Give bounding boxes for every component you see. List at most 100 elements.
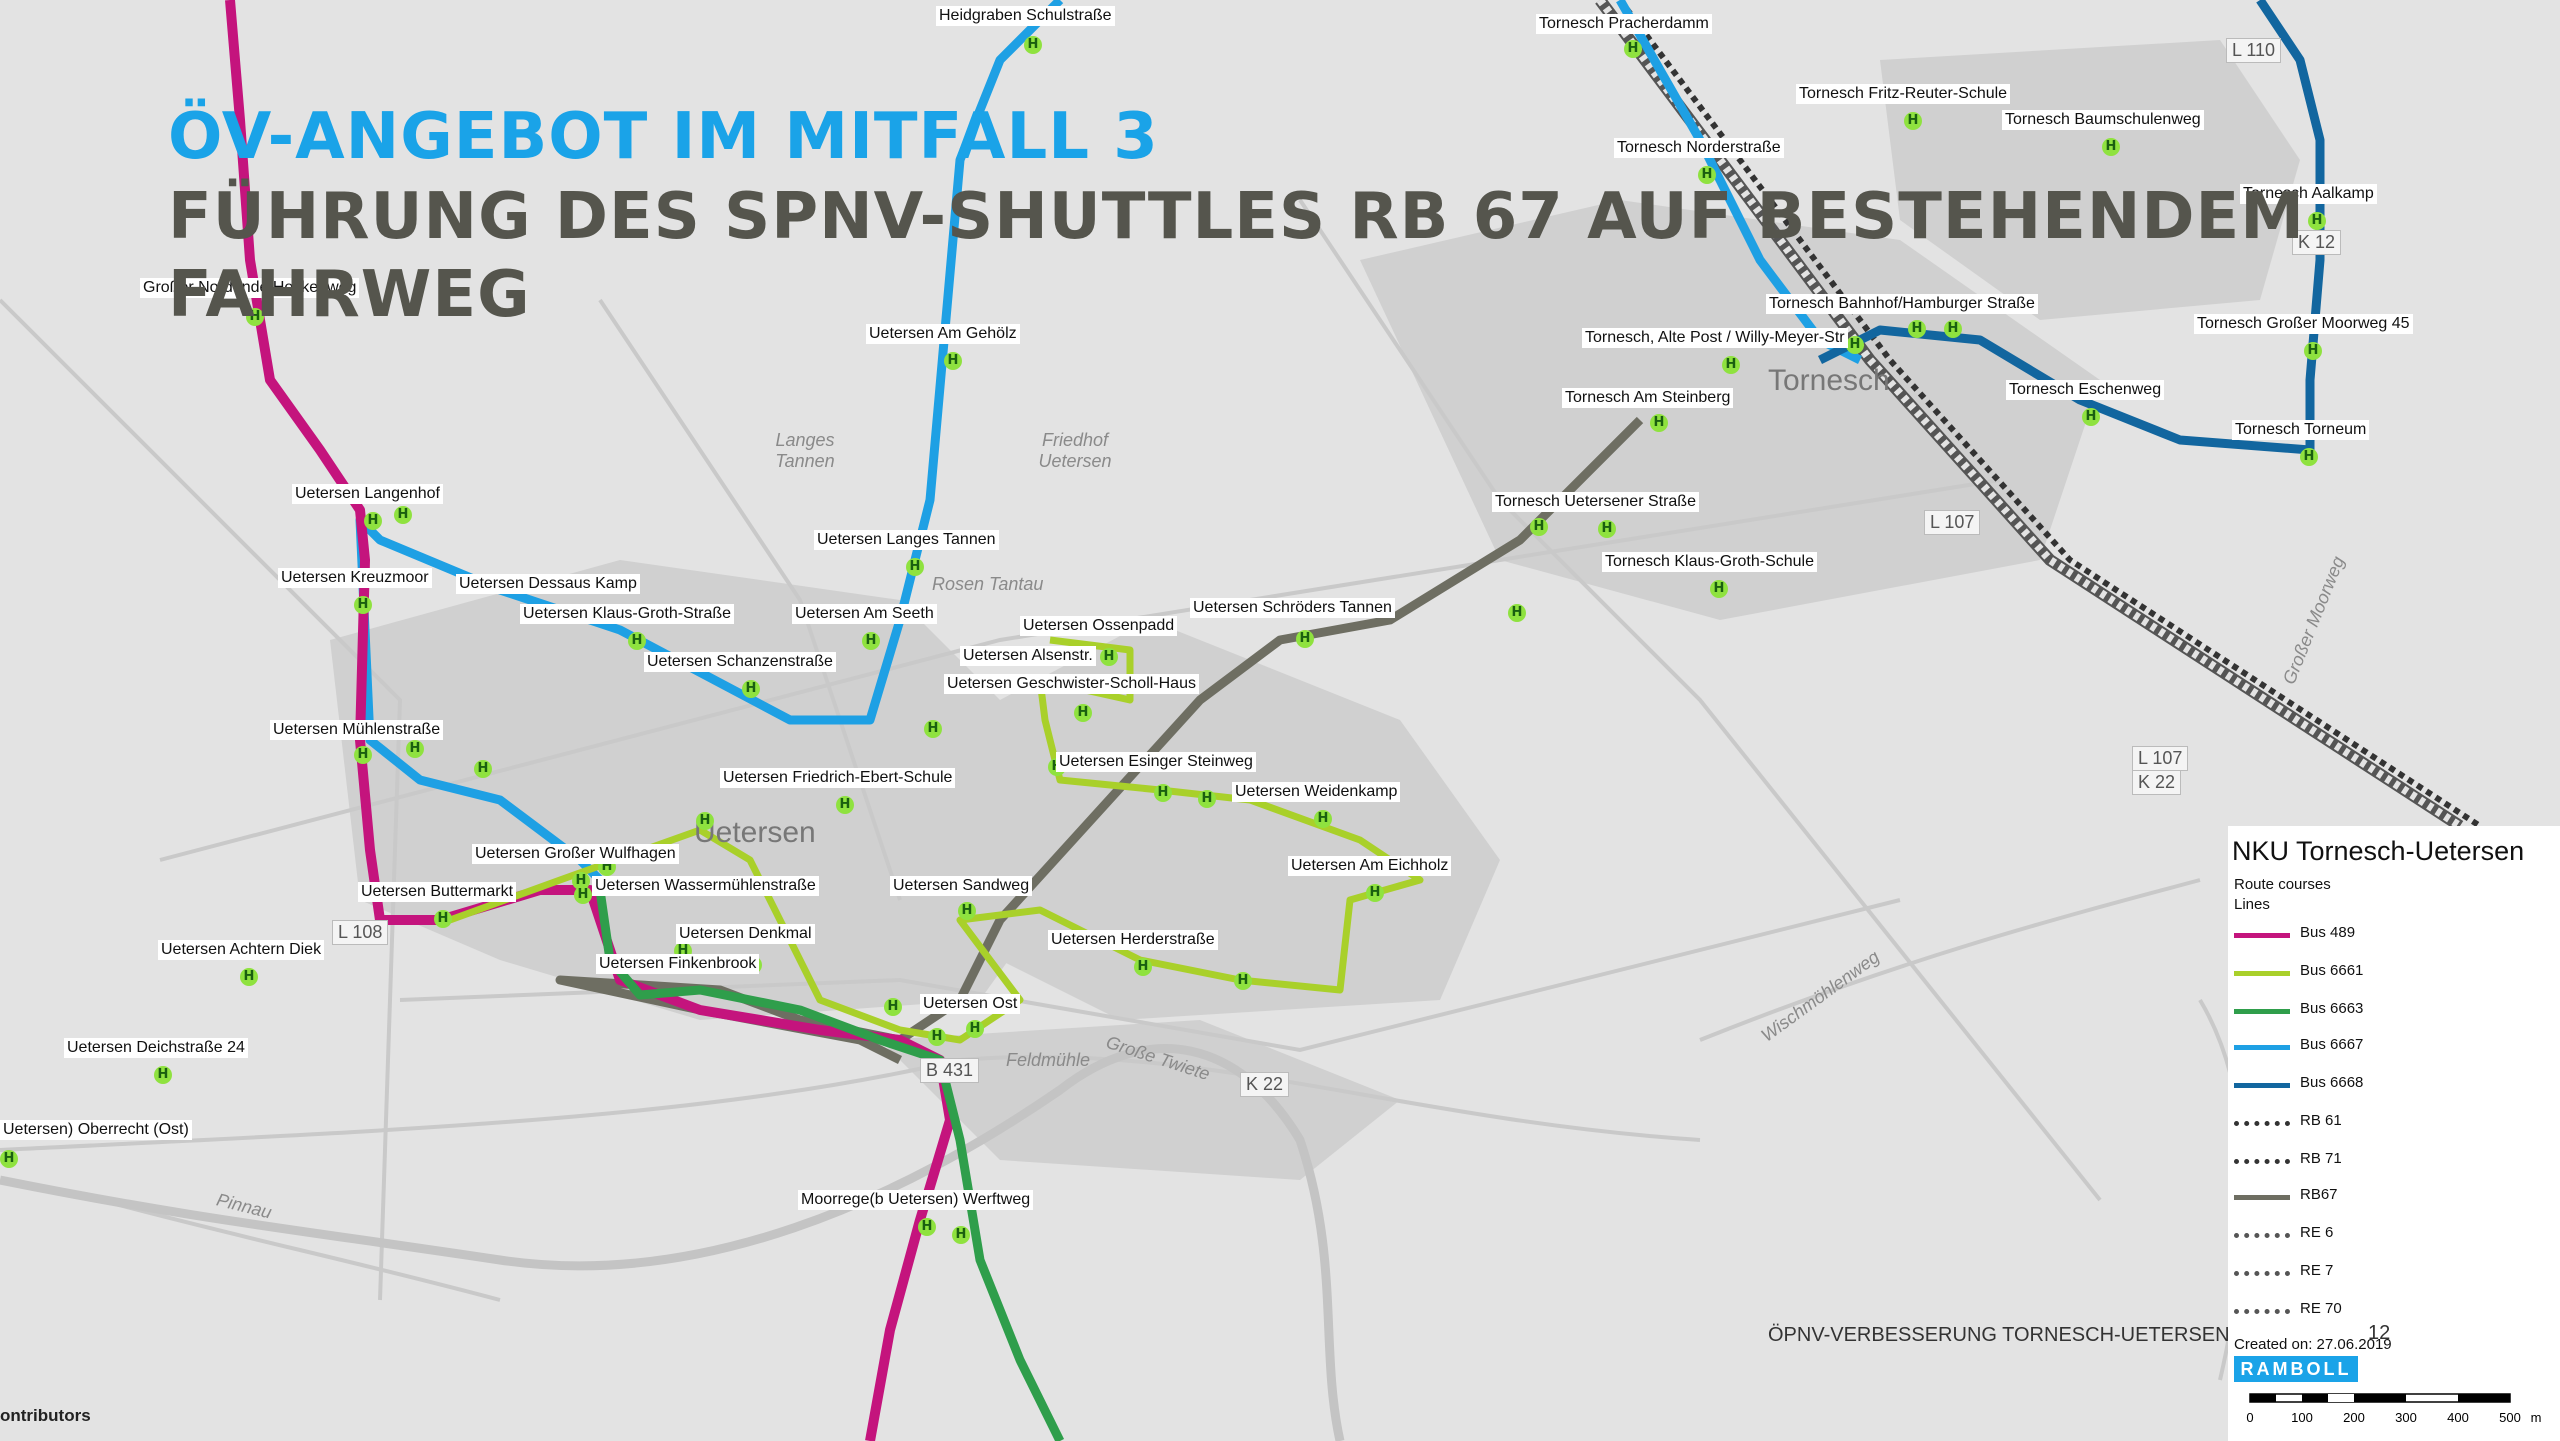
stop-label[interactable]: Uetersen) Oberrecht (Ost) — [0, 1120, 192, 1140]
stop-label[interactable]: Tornesch Eschenweg — [2006, 380, 2165, 400]
stop-marker[interactable]: H — [1624, 40, 1642, 58]
stop-marker[interactable]: H — [1154, 784, 1172, 802]
stop-marker[interactable]: H — [572, 872, 590, 890]
stop-marker[interactable]: H — [1530, 518, 1548, 536]
stop-marker[interactable]: H — [474, 760, 492, 778]
stop-marker[interactable]: H — [906, 558, 924, 576]
stop-marker[interactable]: H — [2082, 408, 2100, 426]
stop-marker[interactable]: H — [434, 910, 452, 928]
stop-label[interactable]: Uetersen Klaus-Groth-Straße — [520, 604, 735, 624]
stop-label[interactable]: Uetersen Am Eichholz — [1288, 856, 1452, 876]
stop-marker[interactable]: H — [1598, 520, 1616, 538]
stop-marker[interactable]: H — [836, 796, 854, 814]
stop-label[interactable]: Tornesch Baumschulenweg — [2002, 110, 2204, 130]
map-attribution[interactable]: ontributors — [0, 1406, 91, 1425]
stop-marker[interactable]: H — [1908, 320, 1926, 338]
stop-marker[interactable]: H — [2308, 212, 2326, 230]
stop-marker[interactable]: H — [1846, 336, 1864, 354]
stop-label[interactable]: Uetersen Ost — [920, 994, 1021, 1014]
stop-label[interactable]: Uetersen Alsenstr. — [960, 646, 1096, 666]
stop-label[interactable]: Uetersen Denkmal — [676, 924, 815, 944]
stop-label[interactable]: Uetersen Geschwister-Scholl-Haus — [944, 674, 1199, 694]
stop-label[interactable]: Uetersen Buttermarkt — [358, 882, 517, 902]
stop-marker[interactable]: H — [924, 720, 942, 738]
stop-label[interactable]: Tornesch Torneum — [2232, 420, 2370, 440]
stop-label[interactable]: Tornesch, Alte Post / Willy-Meyer-Str — [1582, 328, 1848, 348]
stop-label[interactable]: Uetersen Deichstraße 24 — [64, 1038, 248, 1058]
stop-marker[interactable]: H — [1722, 356, 1740, 374]
stop-label[interactable]: Heidgraben Schulstraße — [936, 6, 1115, 26]
stop-marker[interactable]: H — [952, 1226, 970, 1244]
stop-label[interactable]: Uetersen Langenhof — [292, 484, 443, 504]
stop-label[interactable]: Uetersen Langes Tannen — [814, 530, 999, 550]
stop-marker[interactable]: H — [1650, 414, 1668, 432]
stop-label[interactable]: Tornesch Großer Moorweg 45 — [2194, 314, 2413, 334]
stop-label[interactable]: Tornesch Bahnhof/Hamburger Straße — [1766, 294, 2038, 314]
stop-marker[interactable]: H — [1024, 36, 1042, 54]
stop-marker[interactable]: H — [918, 1218, 936, 1236]
stop-marker[interactable]: H — [1134, 958, 1152, 976]
stop-marker[interactable]: H — [406, 740, 424, 758]
stop-marker[interactable]: H — [696, 812, 714, 830]
stop-marker[interactable]: H — [1234, 972, 1252, 990]
stop-marker[interactable]: H — [0, 1150, 18, 1168]
stop-marker[interactable]: H — [2304, 342, 2322, 360]
stop-marker[interactable]: H — [884, 998, 902, 1016]
stop-label[interactable]: Uetersen Finkenbrook — [596, 954, 760, 974]
stop-label[interactable]: Uetersen Am Gehölz — [866, 324, 1020, 344]
stop-label[interactable]: Uetersen Esinger Steinweg — [1056, 752, 1256, 772]
stop-marker[interactable]: H — [1710, 580, 1728, 598]
stop-marker[interactable]: H — [394, 506, 412, 524]
stop-marker[interactable]: H — [574, 886, 592, 904]
stop-marker[interactable]: H — [966, 1020, 984, 1038]
stop-marker[interactable]: H — [1904, 112, 1922, 130]
stop-marker[interactable]: H — [742, 680, 760, 698]
stop-marker[interactable]: H — [246, 308, 264, 326]
stop-label[interactable]: Tornesch Am Steinberg — [1562, 388, 1734, 408]
stop-marker[interactable]: H — [1198, 790, 1216, 808]
stop-marker[interactable]: H — [2102, 138, 2120, 156]
stop-marker[interactable]: H — [628, 632, 646, 650]
stop-label[interactable]: Tornesch Fritz-Reuter-Schule — [1796, 84, 2011, 104]
stop-marker[interactable]: H — [1074, 704, 1092, 722]
stop-label[interactable]: Uetersen Friedrich-Ebert-Schule — [720, 768, 956, 788]
stop-label[interactable]: Tornesch Klaus-Groth-Schule — [1602, 552, 1817, 572]
stop-marker[interactable]: H — [354, 746, 372, 764]
stop-label[interactable]: Tornesch Pracherdamm — [1536, 14, 1712, 34]
stop-marker[interactable]: H — [944, 352, 962, 370]
stop-label[interactable]: Uetersen Großer Wulfhagen — [472, 844, 679, 864]
stop-label[interactable]: Uetersen Dessaus Kamp — [456, 574, 640, 594]
stop-label[interactable]: Uetersen Kreuzmoor — [278, 568, 432, 588]
stop-label[interactable]: Uetersen Schanzenstraße — [644, 652, 836, 672]
stop-marker[interactable]: H — [958, 902, 976, 920]
stop-marker[interactable]: H — [928, 1028, 946, 1046]
stop-label[interactable]: Uetersen Wassermühlenstraße — [592, 876, 819, 896]
stop-marker[interactable]: H — [364, 512, 382, 530]
stop-marker[interactable]: H — [862, 632, 880, 650]
stop-marker[interactable]: H — [1296, 630, 1314, 648]
stop-label[interactable]: Uetersen Achtern Diek — [158, 940, 325, 960]
stop-marker[interactable]: H — [1508, 604, 1526, 622]
stop-marker[interactable]: H — [1698, 166, 1716, 184]
stop-label[interactable]: Uetersen Sandweg — [890, 876, 1033, 896]
stop-label[interactable]: Uetersen Weidenkamp — [1232, 782, 1401, 802]
stop-label[interactable]: Uetersen Schröders Tannen — [1190, 598, 1395, 618]
stop-label[interactable]: Moorrege(b Uetersen) Werftweg — [798, 1190, 1034, 1210]
stop-label[interactable]: Uetersen Mühlenstraße — [270, 720, 444, 740]
legend-swatch — [2234, 933, 2290, 938]
stop-label[interactable]: Uetersen Herderstraße — [1048, 930, 1218, 950]
stop-marker[interactable]: H — [354, 596, 372, 614]
stop-label[interactable]: Uetersen Ossenpadd — [1020, 616, 1178, 636]
stop-marker[interactable]: H — [1100, 648, 1118, 666]
stop-label[interactable]: Großer Nordende Heckenweg — [140, 278, 360, 298]
stop-label[interactable]: Tornesch Aalkamp — [2240, 184, 2377, 204]
stop-label[interactable]: Uetersen Am Seeth — [792, 604, 937, 624]
stop-marker[interactable]: H — [1944, 320, 1962, 338]
stop-label[interactable]: Tornesch Uetersener Straße — [1492, 492, 1699, 512]
stop-label[interactable]: Tornesch Norderstraße — [1614, 138, 1784, 158]
stop-marker[interactable]: H — [1366, 884, 1384, 902]
stop-marker[interactable]: H — [240, 968, 258, 986]
stop-marker[interactable]: H — [1314, 810, 1332, 828]
stop-marker[interactable]: H — [154, 1066, 172, 1084]
stop-marker[interactable]: H — [2300, 448, 2318, 466]
